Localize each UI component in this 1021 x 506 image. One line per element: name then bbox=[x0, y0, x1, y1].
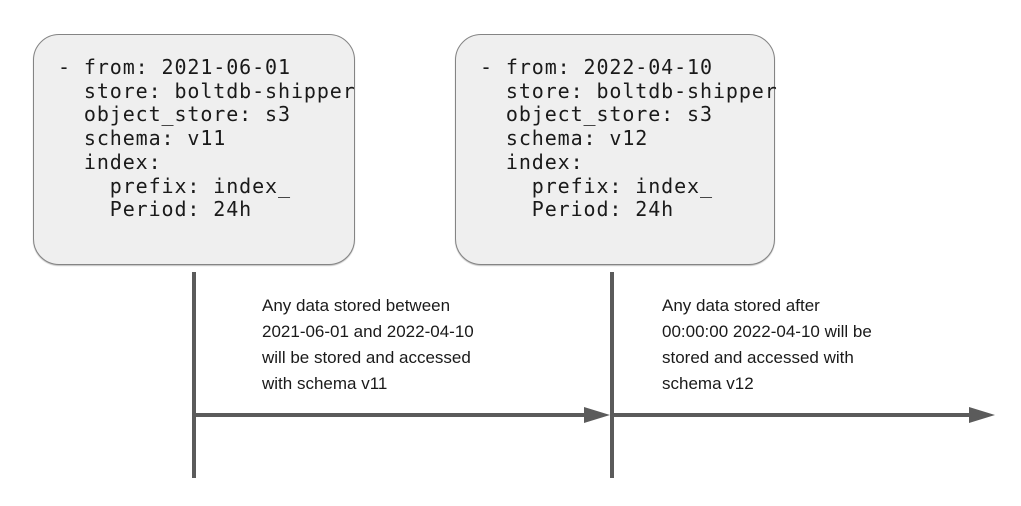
timeline-arrow-v12-shaft bbox=[612, 413, 972, 417]
timeline-tick-2021-06-01 bbox=[192, 272, 196, 478]
timeline-tick-2022-04-10 bbox=[610, 272, 614, 478]
arrow-right-icon bbox=[584, 407, 610, 423]
annotation-v11: Any data stored between 2021-06-01 and 2… bbox=[262, 296, 474, 393]
arrow-right-icon bbox=[969, 407, 995, 423]
schema-config-box-v11: - from: 2021-06-01 store: boltdb-shipper… bbox=[33, 34, 355, 265]
schema-config-text-v11: - from: 2021-06-01 store: boltdb-shipper… bbox=[58, 55, 356, 222]
timeline-arrow-v11-shaft bbox=[194, 413, 588, 417]
annotation-v12: Any data stored after 00:00:00 2022-04-1… bbox=[662, 296, 872, 393]
schema-config-text-v12: - from: 2022-04-10 store: boltdb-shipper… bbox=[480, 55, 778, 222]
schema-config-box-v12: - from: 2022-04-10 store: boltdb-shipper… bbox=[455, 34, 778, 265]
